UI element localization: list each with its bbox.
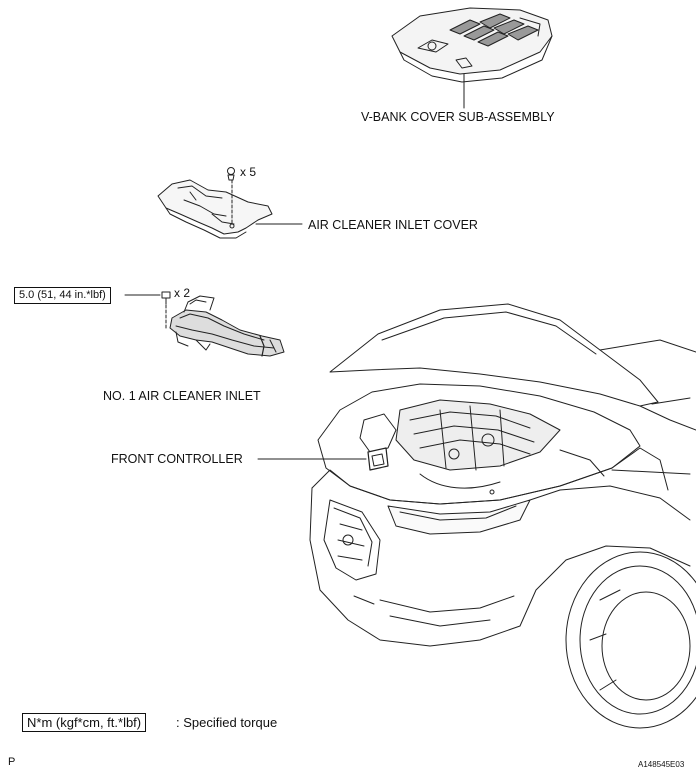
- bolt-quantity: x 2: [174, 286, 191, 300]
- label-no1-air-cleaner-inlet: NO. 1 AIR CLEANER INLET: [103, 389, 261, 403]
- air-cleaner-inlet-cover-drawing: [157, 167, 303, 239]
- no1-air-cleaner-inlet-drawing: [124, 291, 285, 357]
- vehicle-drawing: [257, 303, 696, 729]
- v-bank-cover-drawing: [391, 7, 553, 109]
- label-v-bank-cover: V-BANK COVER SUB-ASSEMBLY: [361, 110, 555, 124]
- corner-letter: P: [8, 756, 16, 768]
- legend-torque-unit-box: N*m (kgf*cm, ft.*lbf): [22, 713, 147, 732]
- legend-description: : Specified torque: [176, 715, 278, 730]
- clip-quantity: x 5: [240, 165, 257, 179]
- label-front-controller: FRONT CONTROLLER: [111, 452, 243, 466]
- torque-spec-box: 5.0 (51, 44 in.*lbf): [14, 287, 111, 304]
- label-air-cleaner-inlet-cover: AIR CLEANER INLET COVER: [308, 218, 478, 232]
- figure-code: A148545E03: [638, 760, 685, 769]
